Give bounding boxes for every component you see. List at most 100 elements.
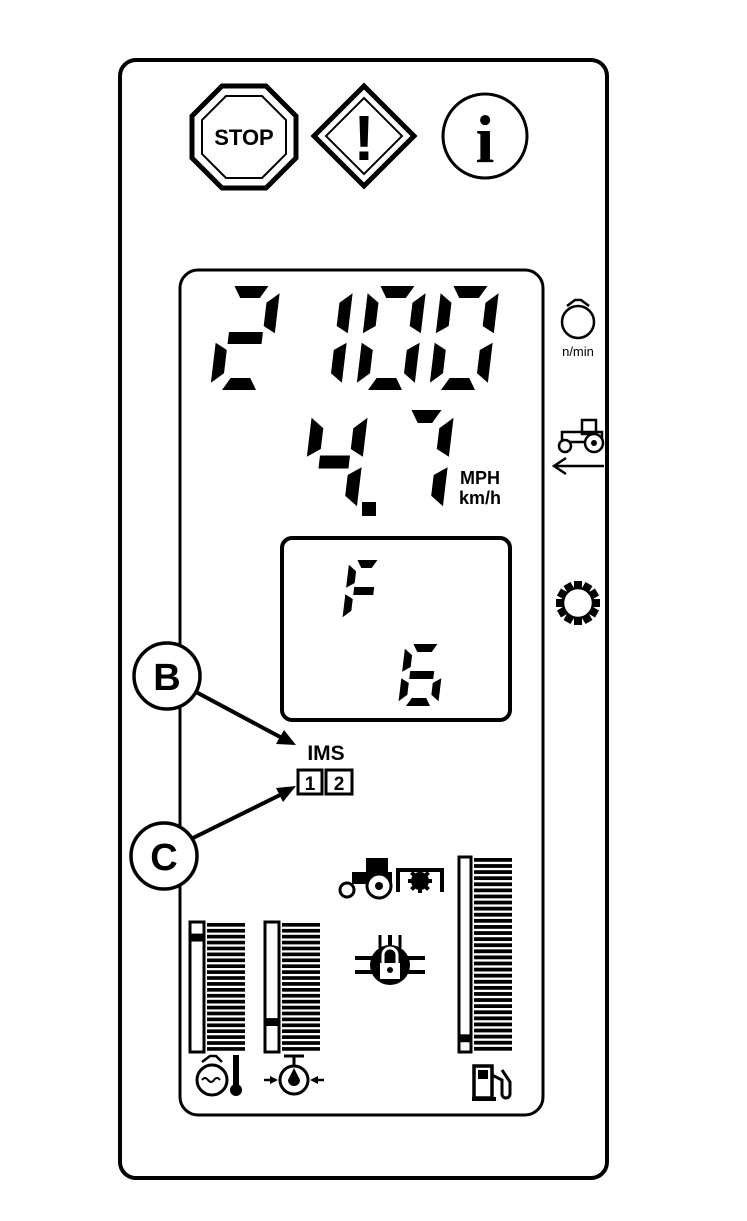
oil-pressure-segment [282, 952, 320, 957]
coolant-temperature-level-fill [192, 941, 202, 1050]
callout-b: B [132, 641, 296, 745]
coolant-temperature-segment [207, 958, 245, 963]
direction-digit-seg-a [357, 560, 378, 568]
rpm-digit-2-seg-c [331, 342, 347, 383]
oil-pressure-icon [264, 1054, 324, 1096]
rpm-digit-1 [210, 286, 280, 390]
speed-unit-kmh: km/h [459, 488, 501, 508]
gear-digit [398, 644, 442, 706]
outer-panel [118, 58, 609, 1180]
gear-digit-seg-g [409, 671, 435, 679]
gear-digit-seg-f [402, 648, 413, 672]
rpm-digit-2 [331, 293, 353, 383]
gear-digit-seg-c [431, 678, 442, 702]
speed-digit-1 [306, 417, 368, 507]
info-text: i [476, 101, 495, 177]
gear-readout [342, 560, 442, 706]
coolant-temperature-segment [207, 940, 245, 945]
coolant-temperature-level-marker [190, 933, 204, 942]
warning-text: ! [353, 102, 374, 174]
fuel-segment [474, 1034, 512, 1039]
fuel-segment [474, 864, 512, 868]
coolant-temperature-segment [207, 928, 245, 933]
direction-digit-seg-g [353, 587, 375, 595]
fuel-segment [474, 1004, 512, 1009]
fuel-segment [474, 955, 512, 960]
gear-window [280, 536, 512, 722]
oil-pressure-level-fill [267, 1026, 277, 1050]
direction-digit-seg-f [346, 564, 357, 588]
rpm-digit-4-seg-a [453, 286, 488, 298]
engine-speed-readout [210, 286, 499, 390]
rpm-digit-1-seg-e [210, 342, 227, 383]
ims-slot-1-box [296, 768, 324, 796]
coolant-temperature-segment [207, 1047, 245, 1051]
pto-tooth [418, 869, 422, 874]
oil-pressure-segment [282, 988, 320, 992]
fuel-segment [474, 1022, 512, 1027]
coolant-temperature-segment [207, 952, 245, 957]
oil-pressure-segment [282, 928, 320, 933]
fuel-segment [474, 1040, 512, 1045]
coolant-temperature-segment [207, 964, 245, 969]
tractor-icon [338, 858, 393, 900]
rpm-digit-1-seg-a [234, 286, 269, 298]
fuel-segment [474, 900, 512, 905]
speed-digit-1-seg-c [345, 467, 362, 507]
gear-digit-seg-e [398, 678, 409, 702]
ims-slot-1: 1 [305, 774, 316, 795]
info-icon: i [441, 92, 529, 180]
coolant-temperature-gauge [188, 920, 245, 1054]
engine-speed-unit: n/min [562, 344, 594, 359]
pto-tooth [423, 884, 430, 891]
oil-pressure-segment [282, 923, 320, 927]
ims-slots: 1 2 [296, 768, 354, 796]
oil-pressure-segment [282, 1017, 320, 1022]
fuel-segment [474, 894, 512, 899]
oil-pressure-gauge [263, 920, 320, 1054]
coolant-temperature-segment [207, 993, 245, 998]
pto-tooth [423, 871, 430, 878]
fuel-segment [474, 973, 512, 978]
callout-b-letter: B [153, 657, 180, 699]
oil-pressure-segment [282, 934, 320, 939]
direction-digit-seg-e [342, 594, 353, 618]
direction-digit [342, 560, 378, 618]
oil-pressure-segment [282, 964, 320, 969]
speed-digit-2-seg-b [436, 417, 454, 457]
warning-icon: ! [310, 82, 418, 190]
fuel-segment [474, 937, 512, 941]
oil-pressure-segment [282, 1035, 320, 1039]
coolant-temperature-segment [207, 946, 245, 951]
speed-digit-1-seg-b [350, 417, 368, 457]
fuel-segment [474, 918, 512, 923]
ims-slot-2-box [324, 768, 354, 796]
coolant-temperature-segment [207, 988, 245, 992]
gear-tooth [574, 581, 582, 589]
fuel-segment [474, 961, 512, 966]
speed-digit-1-seg-f [306, 417, 324, 457]
coolant-temperature-segment [207, 923, 245, 927]
coolant-temperature-segment [207, 999, 245, 1004]
rpm-digit-3-seg-a [380, 286, 415, 298]
oil-pressure-segment [282, 982, 320, 986]
differential-lock-icon [355, 935, 425, 985]
rpm-digit-1-seg-b [263, 293, 280, 334]
rpm-digit-2-seg-b [336, 293, 353, 334]
coolant-temperature-segment [207, 970, 245, 974]
coolant-temperature-segment [207, 1041, 245, 1045]
gear-digit-seg-d [406, 698, 430, 706]
decimal-point [362, 502, 376, 516]
coolant-temperature-segment [207, 1023, 245, 1028]
ims-label: IMS [307, 742, 344, 765]
fuel-segment [474, 1010, 512, 1015]
fuel-segment [474, 906, 512, 911]
coolant-temperature-segment [207, 1005, 245, 1010]
pto-tooth [410, 884, 417, 891]
fuel-segment [474, 1028, 512, 1033]
speed-digit-1-seg-g [318, 455, 351, 469]
oil-pressure-segment [282, 1041, 320, 1045]
gear-tooth [574, 617, 582, 625]
fuel-level-fill [461, 1042, 469, 1050]
